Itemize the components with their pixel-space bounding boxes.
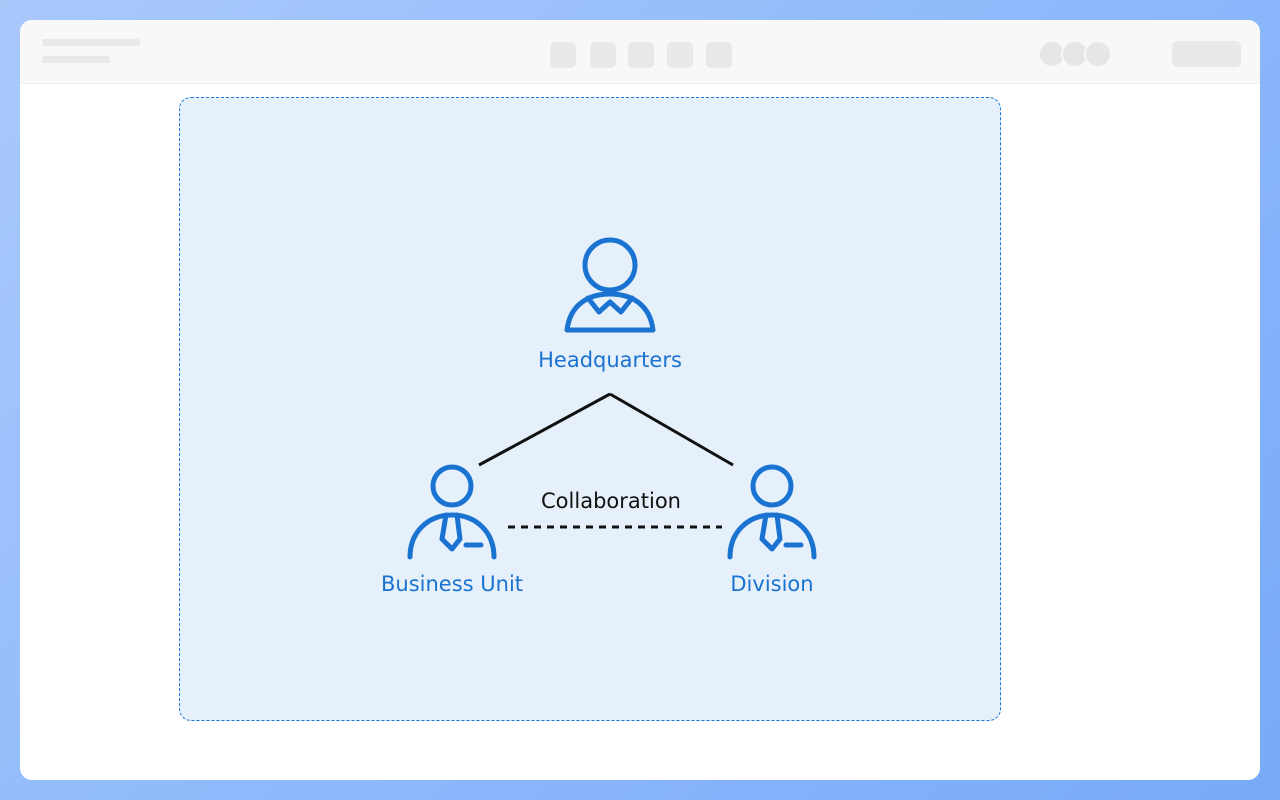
division-label: Division xyxy=(730,572,814,596)
title-placeholder xyxy=(42,39,140,46)
toolbar xyxy=(20,20,1260,84)
subtitle-placeholder xyxy=(42,56,110,63)
division-person-icon xyxy=(727,464,817,560)
toolbar-button-3[interactable] xyxy=(628,42,654,68)
toolbar-button-4[interactable] xyxy=(667,42,693,68)
edge-hq-to-division xyxy=(609,392,734,467)
edge-hq-to-business-unit xyxy=(478,392,611,467)
business-unit-person-icon xyxy=(407,464,497,560)
toolbar-button-5[interactable] xyxy=(706,42,732,68)
headquarters-person-icon xyxy=(564,237,656,333)
avatar[interactable] xyxy=(1084,40,1112,68)
business-unit-label: Business Unit xyxy=(380,572,524,596)
toolbar-button-1[interactable] xyxy=(550,42,576,68)
action-button[interactable] xyxy=(1172,41,1241,67)
collaboration-label: Collaboration xyxy=(541,489,681,513)
toolbar-button-2[interactable] xyxy=(590,42,616,68)
headquarters-label: Headquarters xyxy=(538,348,682,372)
diagram-frame xyxy=(179,97,1001,721)
